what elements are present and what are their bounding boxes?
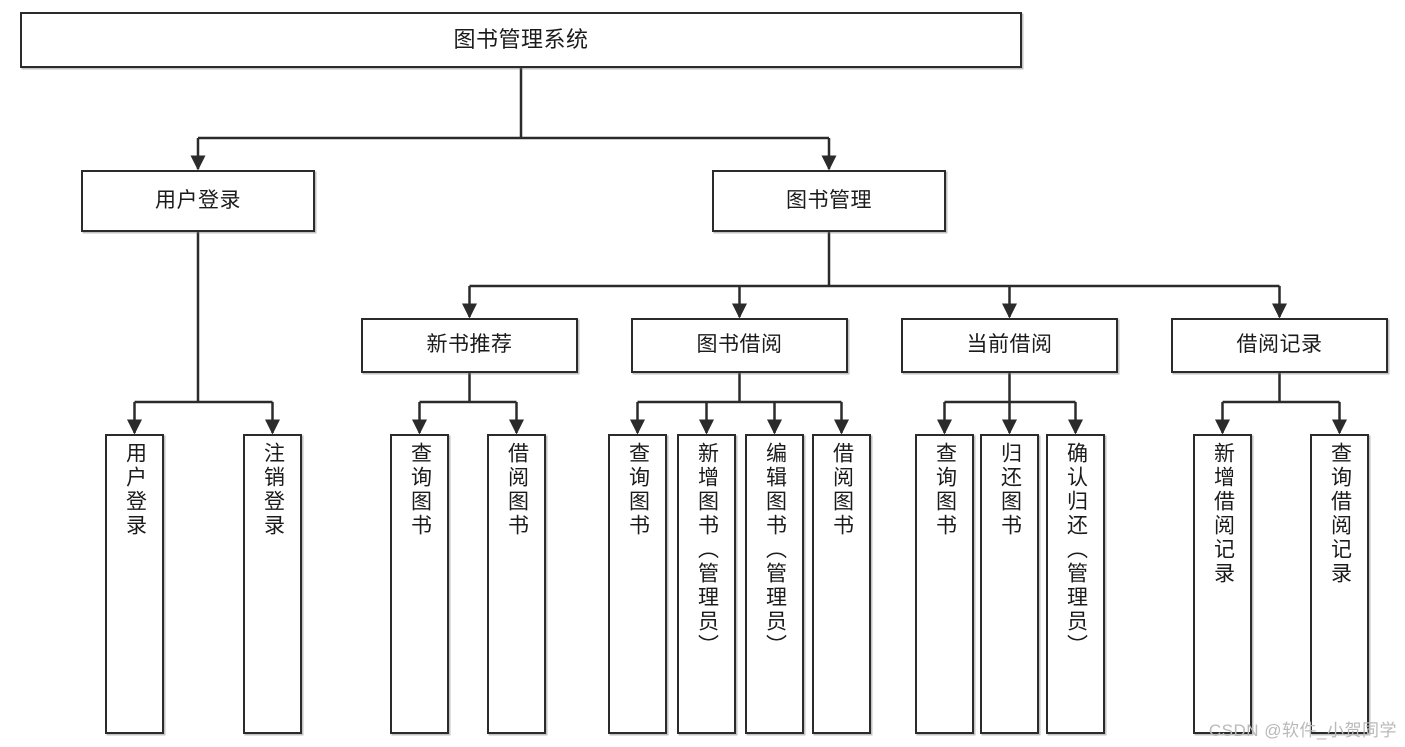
node-book-mgmt[interactable]: 图书管理 — [712, 170, 946, 232]
node-label-user-login: 用户登录 — [155, 188, 241, 212]
node-label-leaf-add-record: 新增借阅记录 — [1211, 442, 1235, 586]
node-label-leaf-edit-book: 编辑图书（管理员） — [763, 442, 787, 658]
node-label-borrow-record: 借阅记录 — [1236, 333, 1323, 357]
node-label-leaf-add-book: 新增图书（管理员） — [695, 442, 719, 658]
node-leaf-add-record[interactable]: 新增借阅记录 — [1193, 434, 1252, 734]
node-book-borrow[interactable]: 图书借阅 — [631, 318, 848, 373]
node-leaf-confirm-return[interactable]: 确认归还（管理员） — [1046, 434, 1105, 734]
node-current-borrow[interactable]: 当前借阅 — [901, 318, 1118, 373]
node-label-leaf-borrow-book-2: 借阅图书 — [830, 442, 854, 538]
node-label-root: 图书管理系统 — [453, 27, 589, 53]
node-label-leaf-query-book-2: 查询图书 — [626, 442, 650, 538]
node-new-book-rec[interactable]: 新书推荐 — [361, 318, 578, 373]
node-label-leaf-query-record: 查询借阅记录 — [1328, 442, 1352, 586]
node-label-leaf-user-login: 用户登录 — [123, 442, 147, 538]
node-label-book-borrow: 图书借阅 — [696, 333, 783, 357]
node-leaf-query-book-3[interactable]: 查询图书 — [915, 434, 974, 734]
node-leaf-borrow-book-1[interactable]: 借阅图书 — [487, 434, 546, 734]
node-leaf-query-book-1[interactable]: 查询图书 — [390, 434, 449, 734]
node-label-leaf-query-book-1: 查询图书 — [408, 442, 432, 538]
node-leaf-query-book-2[interactable]: 查询图书 — [608, 434, 667, 734]
node-root[interactable]: 图书管理系统 — [20, 12, 1022, 68]
node-leaf-return-book[interactable]: 归还图书 — [980, 434, 1039, 734]
node-label-new-book-rec: 新书推荐 — [426, 333, 513, 357]
node-borrow-record[interactable]: 借阅记录 — [1171, 318, 1388, 373]
node-leaf-query-record[interactable]: 查询借阅记录 — [1310, 434, 1369, 734]
node-label-book-mgmt: 图书管理 — [786, 188, 872, 212]
watermark-text: CSDN @软件_小贺同学 — [1208, 721, 1397, 740]
node-label-leaf-confirm-return: 确认归还（管理员） — [1064, 442, 1088, 658]
node-user-login[interactable]: 用户登录 — [81, 170, 315, 232]
node-label-leaf-query-book-3: 查询图书 — [933, 442, 957, 538]
node-label-current-borrow: 当前借阅 — [966, 333, 1053, 357]
node-leaf-edit-book[interactable]: 编辑图书（管理员） — [745, 434, 804, 734]
node-leaf-add-book[interactable]: 新增图书（管理员） — [677, 434, 736, 734]
node-label-leaf-logout: 注销登录 — [261, 442, 285, 538]
node-leaf-logout[interactable]: 注销登录 — [243, 434, 302, 734]
node-leaf-user-login[interactable]: 用户登录 — [105, 434, 164, 734]
node-leaf-borrow-book-2[interactable]: 借阅图书 — [812, 434, 871, 734]
node-label-leaf-return-book: 归还图书 — [998, 442, 1022, 538]
node-label-leaf-borrow-book-1: 借阅图书 — [505, 442, 529, 538]
